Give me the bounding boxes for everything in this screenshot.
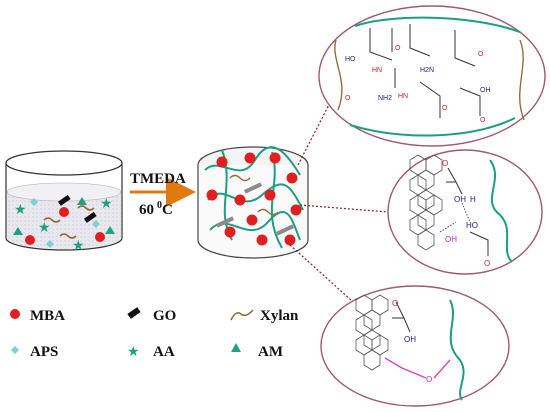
bottom-label: O	[392, 299, 398, 308]
top-label: HO	[345, 56, 356, 63]
top-label: OH	[480, 87, 491, 94]
top-label: HN	[372, 67, 382, 74]
mba-particle	[59, 207, 69, 217]
aps-symbol	[11, 346, 19, 354]
top-label: O	[478, 51, 484, 58]
go-symbol	[127, 307, 141, 319]
xylan-chain	[43, 217, 61, 223]
am-particle	[105, 226, 115, 234]
legend-label-xylan: Xylan	[260, 308, 299, 324]
legend-item-xylan: Xylan	[230, 308, 299, 324]
middle-label: HO	[466, 221, 478, 230]
legend-label-am: AM	[258, 344, 283, 360]
mba-particle	[25, 235, 35, 245]
middle-label: OH	[445, 235, 457, 244]
aps-particle	[30, 198, 38, 206]
zoom-circle-top: HO O HN H2N O O NH2 HN O OH O	[318, 5, 546, 147]
legend-item-aps: APS	[11, 344, 58, 360]
aa-particle: ★	[100, 195, 113, 211]
middle-label: OH	[454, 195, 466, 204]
aps-particle	[92, 220, 100, 228]
legend-item-am: AM	[231, 343, 283, 360]
mba-symbol	[10, 309, 20, 319]
aps-particle	[46, 240, 54, 248]
go-flake	[57, 194, 71, 206]
aa-symbol: ★	[127, 343, 140, 359]
top-label: O	[345, 95, 351, 102]
am-particle	[13, 227, 23, 235]
bottom-label: O	[426, 375, 432, 384]
legend-item-go: GO	[127, 307, 176, 324]
legend-label-aps: APS	[30, 344, 58, 360]
hydrogen-bond	[439, 221, 457, 233]
legend-item-aa: ★ AA	[127, 343, 175, 360]
am-symbol	[231, 343, 241, 352]
legend-label-mba: MBA	[30, 308, 65, 324]
middle-label: H	[470, 195, 476, 204]
top-label: HN	[398, 93, 408, 100]
legend-label-go: GO	[153, 308, 176, 324]
aa-particle: ★	[14, 201, 27, 217]
xylan-symbol	[230, 309, 254, 321]
zoom-connectors	[289, 94, 389, 311]
middle-label: O	[442, 159, 448, 168]
top-label: H2N	[420, 67, 434, 74]
solution	[7, 192, 121, 249]
hydrogen-bond	[461, 202, 471, 223]
reactant-beaker: ★ ★ ★ ★	[5, 150, 123, 253]
hydrogel-cylinder	[197, 146, 309, 259]
graphene-oxide-sheet	[409, 154, 443, 251]
xylan-chain	[59, 233, 77, 239]
aa-particle: ★	[72, 237, 85, 253]
legend-item-mba: MBA	[10, 308, 65, 324]
aa-particle: ★	[38, 219, 51, 235]
am-particle	[77, 197, 87, 205]
top-label: O	[480, 117, 486, 124]
legend-label-aa: AA	[153, 344, 175, 360]
bottom-label: OH	[404, 335, 416, 344]
zoom-circle-bottom: O OH O	[320, 285, 510, 407]
top-label: NH2	[378, 95, 392, 102]
graphene-oxide-sheet	[355, 294, 389, 371]
catalyst-label: TMEDA	[130, 171, 186, 187]
top-label: O	[395, 45, 401, 52]
top-label: O	[442, 105, 448, 112]
mba-particle	[95, 232, 105, 242]
zoom-circle-middle: O OH H HO OH O	[387, 149, 543, 275]
go-flake	[83, 211, 97, 223]
middle-label: O	[484, 259, 490, 268]
xylan-chain	[77, 205, 95, 211]
legend: MBA GO Xylan APS ★ AA AM	[10, 307, 299, 360]
